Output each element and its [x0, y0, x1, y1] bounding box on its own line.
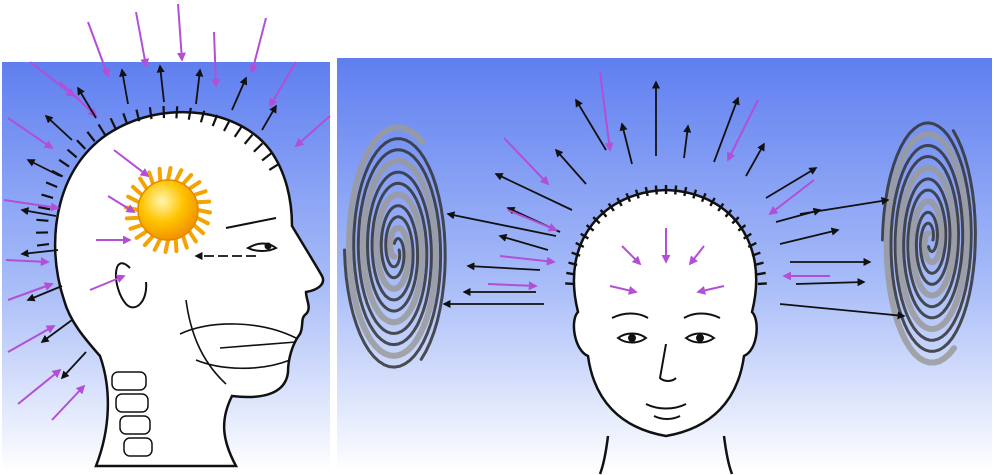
- inflow-arrow-icon: [136, 12, 146, 66]
- sun-ray: [197, 202, 209, 203]
- hair-spike: [176, 106, 177, 118]
- hair-spike: [758, 283, 767, 284]
- left-panel: [2, 4, 330, 472]
- hair-spike: [656, 186, 657, 195]
- sun-ray: [127, 218, 139, 219]
- hair-spike: [565, 283, 574, 284]
- inflow-arrow-icon: [178, 4, 182, 60]
- sun-ray: [165, 240, 168, 252]
- sun-ray: [198, 210, 210, 213]
- sun-ray: [168, 168, 171, 180]
- hair-spike: [675, 186, 676, 195]
- sun-ray: [176, 239, 177, 251]
- hair-spike: [757, 273, 766, 274]
- hair-spike: [566, 273, 575, 274]
- hair-spike: [37, 244, 49, 246]
- hair-spike: [36, 220, 48, 221]
- sun-ray: [160, 169, 161, 181]
- right-panel: [337, 58, 992, 474]
